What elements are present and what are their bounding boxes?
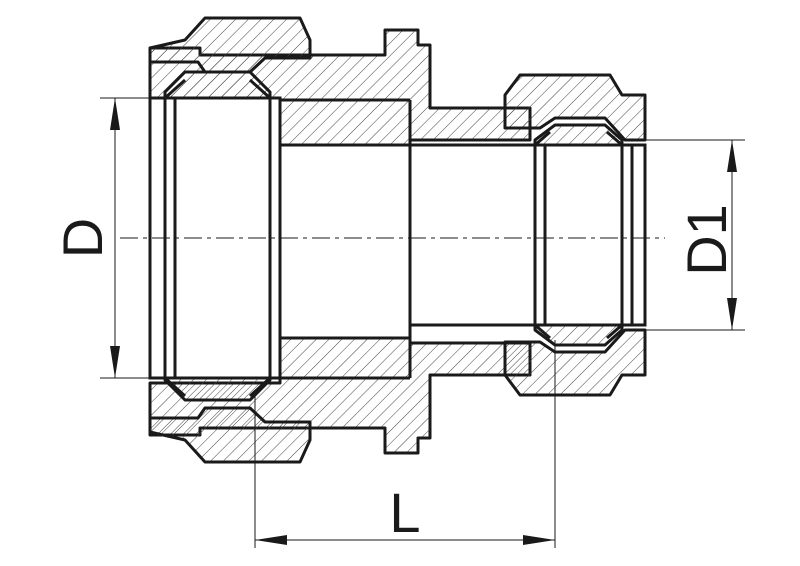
left-nut-bottom bbox=[148, 406, 312, 464]
right-nut-top bbox=[503, 73, 647, 142]
left-bore bbox=[278, 98, 412, 380]
dimension-d1-label: D1 bbox=[675, 204, 738, 276]
right-nut-bottom bbox=[503, 328, 647, 397]
left-nut-top bbox=[148, 16, 312, 74]
dimension-l-label: L bbox=[389, 481, 420, 544]
left-olive-top bbox=[163, 70, 272, 102]
dimension-d bbox=[100, 97, 150, 379]
dimension-d-label: D bbox=[51, 218, 114, 258]
dimension-d1 bbox=[645, 139, 745, 331]
small-pipe bbox=[408, 130, 647, 340]
dimension-l bbox=[254, 340, 556, 548]
